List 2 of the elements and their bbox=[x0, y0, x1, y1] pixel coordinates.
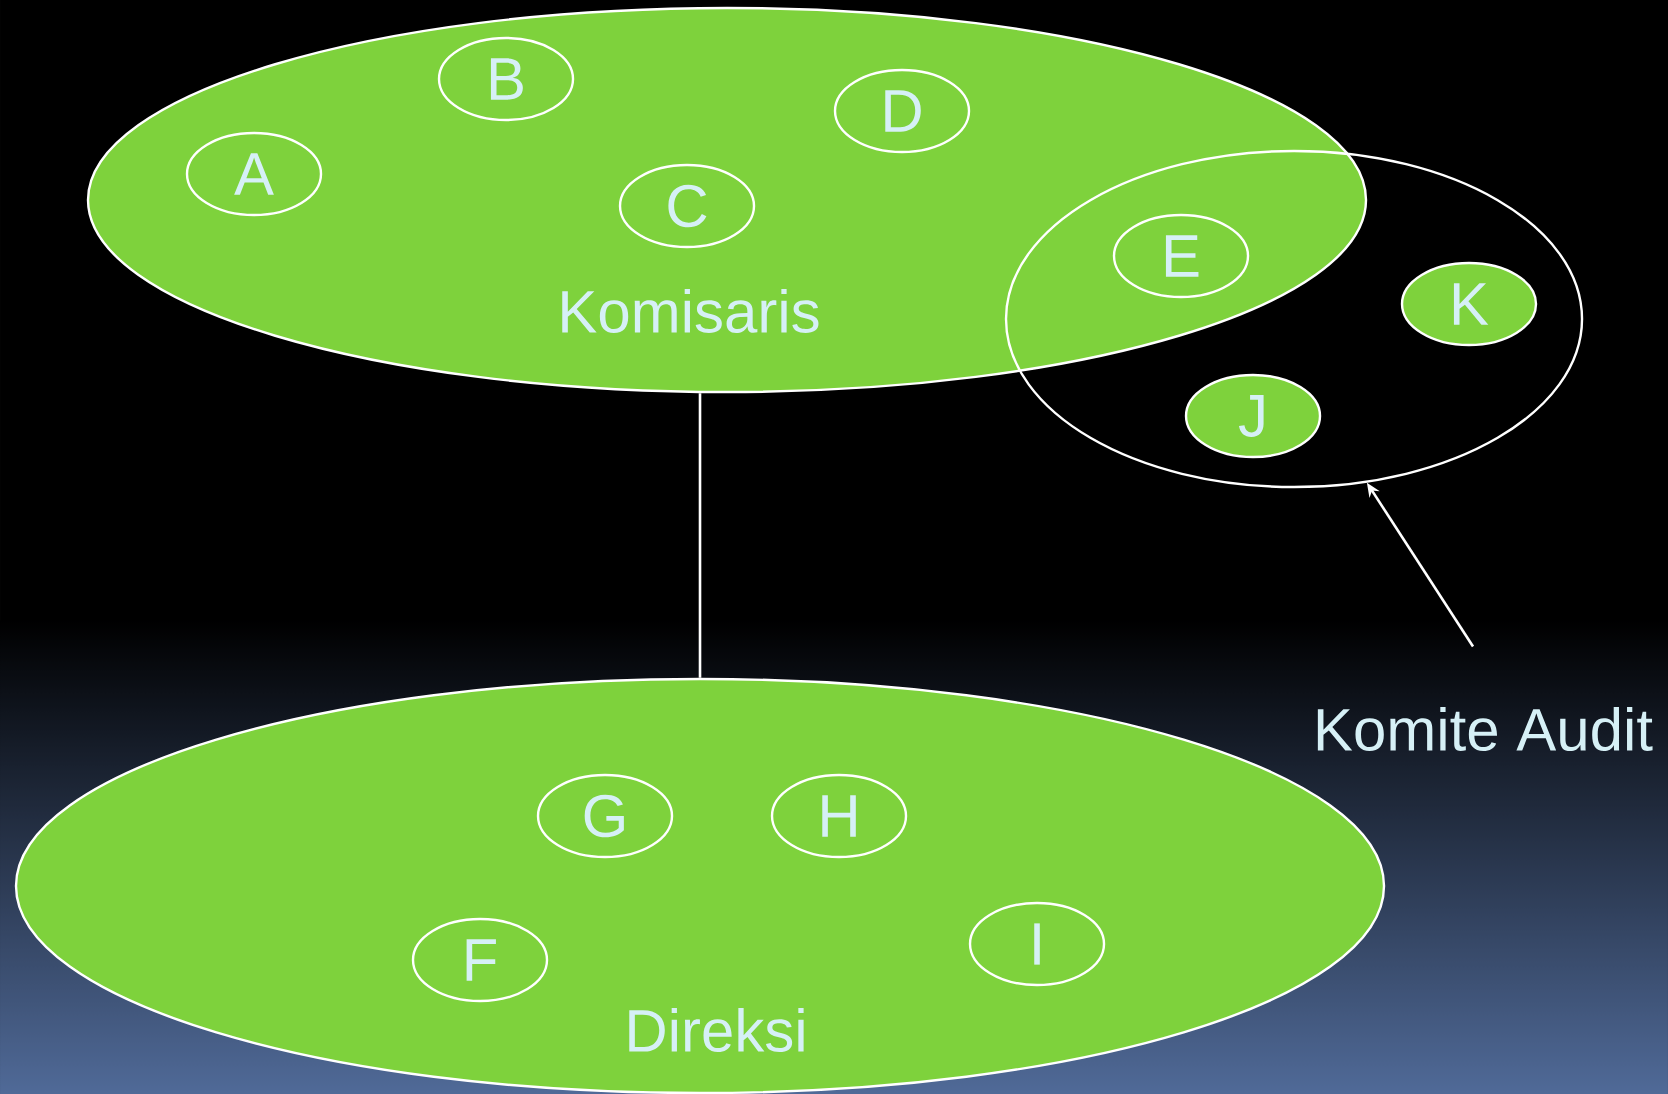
connector-line bbox=[698, 393, 702, 678]
group-ellipse bbox=[1004, 149, 1584, 489]
